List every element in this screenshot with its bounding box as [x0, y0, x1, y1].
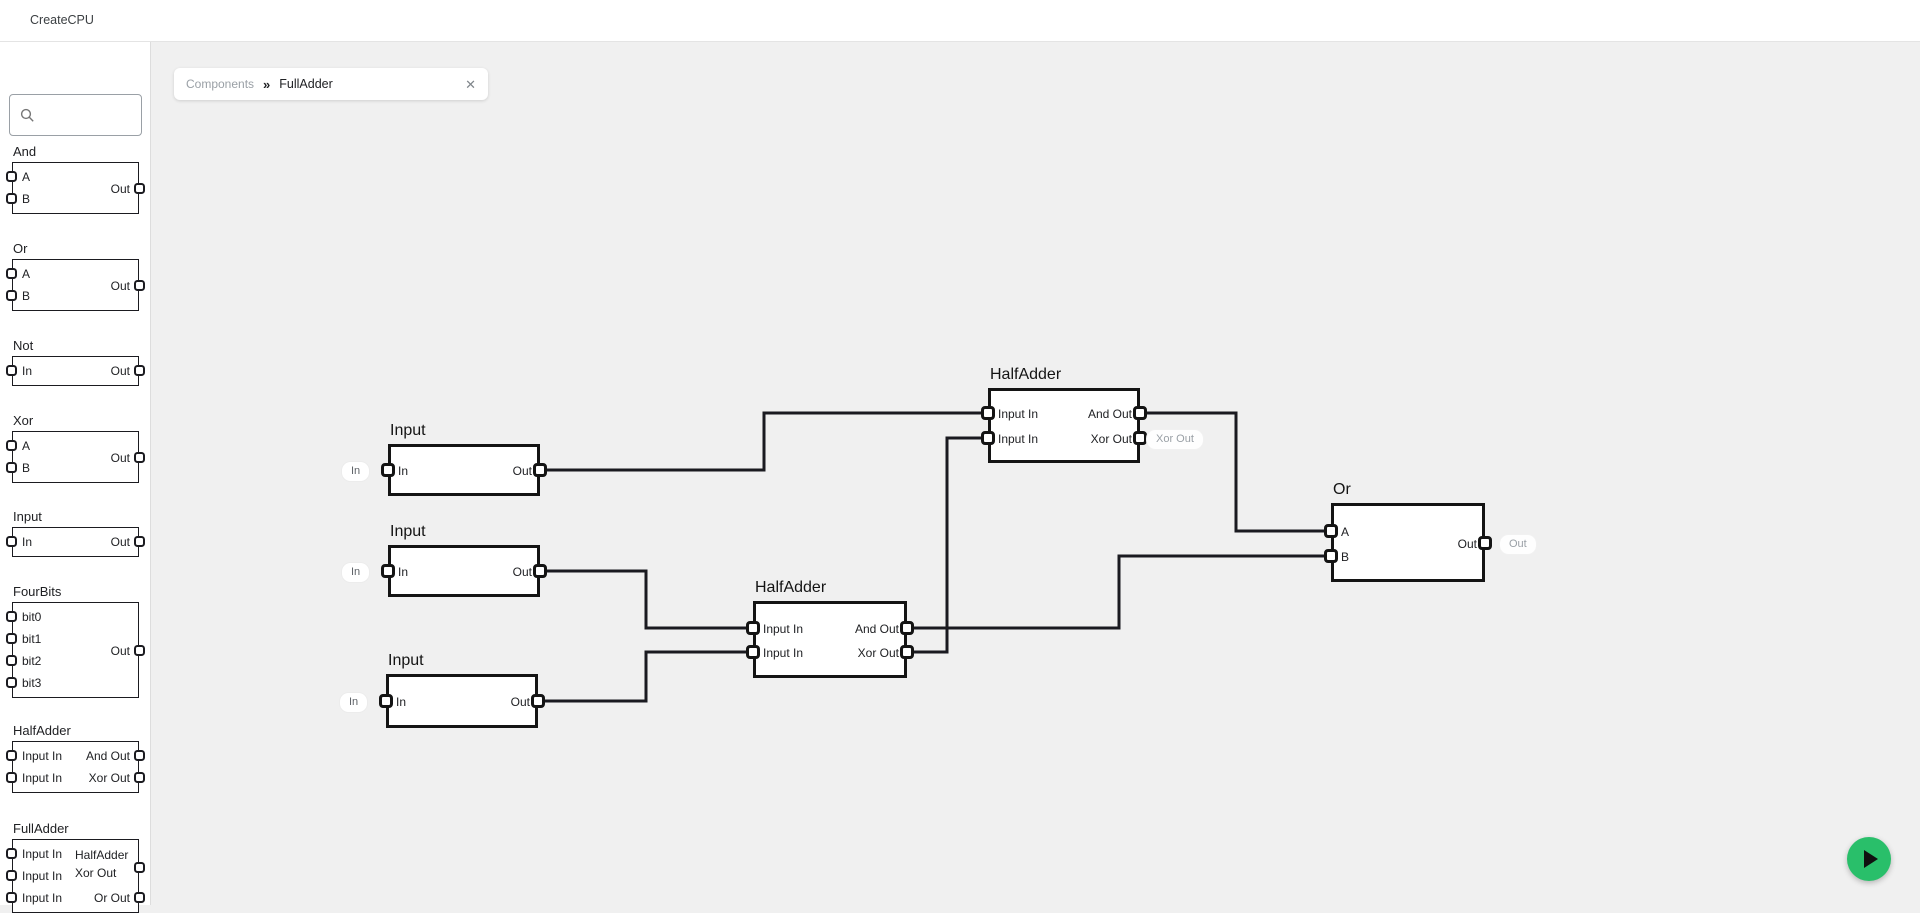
- port-label: Input In: [22, 868, 63, 883]
- port-label: In: [22, 363, 33, 378]
- port-bit3-icon[interactable]: [6, 677, 17, 688]
- port-label: bit3: [22, 675, 42, 690]
- port-in-icon[interactable]: [6, 365, 17, 376]
- port-label: Xor Out: [88, 770, 130, 785]
- breadcrumb-root[interactable]: Components: [186, 77, 255, 91]
- port-label: A: [22, 169, 31, 184]
- port-bit2-icon[interactable]: [6, 655, 17, 666]
- sidebar-item-label: Input: [13, 509, 42, 524]
- port-input-in-icon[interactable]: [6, 892, 17, 903]
- sidebar-item-label: And: [13, 144, 37, 159]
- canvas[interactable]: [151, 42, 1920, 905]
- port-in-icon[interactable]: [6, 536, 17, 547]
- port-label: Out: [110, 450, 130, 465]
- port-label: A: [22, 266, 31, 281]
- breadcrumb-tab[interactable]: Components » FullAdder ✕: [174, 68, 488, 100]
- port-a-icon[interactable]: [6, 440, 17, 451]
- port-input-in-icon[interactable]: [6, 750, 17, 761]
- port-input-in-icon[interactable]: [6, 870, 17, 881]
- port-label: bit2: [22, 653, 42, 668]
- port-label: Xor Out: [75, 865, 117, 880]
- port-label: B: [22, 191, 31, 206]
- sidebar-item-label: Or: [13, 241, 28, 256]
- sidebar-item-label: FourBits: [13, 584, 62, 599]
- port-out-icon[interactable]: [134, 452, 145, 463]
- port-label: And Out: [85, 748, 130, 763]
- port-label: Out: [110, 278, 130, 293]
- port-halfadder-xor-out-icon[interactable]: [134, 862, 145, 873]
- port-or-out-icon[interactable]: [134, 892, 145, 903]
- port-label: bit0: [22, 609, 42, 624]
- port-label: bit1: [22, 631, 42, 646]
- sidebar-item-input[interactable]: In Out: [6, 527, 145, 557]
- port-label: In: [22, 534, 33, 549]
- search-input[interactable]: [40, 96, 140, 136]
- port-b-icon[interactable]: [6, 290, 17, 301]
- port-b-icon[interactable]: [6, 193, 17, 204]
- port-label: B: [22, 288, 31, 303]
- breadcrumb-current: FullAdder: [279, 77, 333, 91]
- port-bit0-icon[interactable]: [6, 611, 17, 622]
- sidebar-item-label: Not: [13, 338, 34, 353]
- port-b-icon[interactable]: [6, 462, 17, 473]
- port-label: Or Out: [93, 890, 130, 905]
- app-title: CreateCPU: [30, 13, 94, 27]
- port-label: Input In: [22, 846, 63, 861]
- port-out-icon[interactable]: [134, 645, 145, 656]
- top-bar: CreateCPU: [0, 0, 1920, 42]
- search-box[interactable]: [9, 94, 142, 136]
- port-label: B: [22, 460, 31, 475]
- port-label: Input In: [22, 748, 63, 763]
- play-icon: [1864, 850, 1878, 868]
- port-input-in-icon[interactable]: [6, 772, 17, 783]
- tab-close-icon[interactable]: ✕: [465, 76, 476, 92]
- port-label: A: [22, 438, 31, 453]
- port-label: Out: [110, 643, 130, 658]
- port-a-icon[interactable]: [6, 171, 17, 182]
- sidebar-item-label: HalfAdder: [13, 723, 71, 738]
- port-label: Input In: [22, 770, 63, 785]
- port-label: HalfAdder: [75, 847, 129, 862]
- sidebar-item-not[interactable]: In Out: [6, 356, 145, 386]
- port-bit1-icon[interactable]: [6, 633, 17, 644]
- search-icon: [20, 108, 35, 128]
- run-button[interactable]: [1847, 837, 1891, 881]
- sidebar-item-fourbits[interactable]: bit0 bit1 bit2 bit3 Out: [6, 602, 145, 698]
- port-input-in-icon[interactable]: [6, 848, 17, 859]
- breadcrumb-separator-icon: »: [263, 76, 271, 92]
- port-label: Out: [110, 363, 130, 378]
- port-out-icon[interactable]: [134, 365, 145, 376]
- port-label: Out: [110, 181, 130, 196]
- sidebar-item-label: Xor: [13, 413, 34, 428]
- port-out-icon[interactable]: [134, 536, 145, 547]
- port-xor-out-icon[interactable]: [134, 772, 145, 783]
- port-a-icon[interactable]: [6, 268, 17, 279]
- sidebar-item-label: FullAdder: [13, 821, 69, 836]
- port-and-out-icon[interactable]: [134, 750, 145, 761]
- port-label: Out: [110, 534, 130, 549]
- port-out-icon[interactable]: [134, 183, 145, 194]
- port-out-icon[interactable]: [134, 280, 145, 291]
- port-label: Input In: [22, 890, 63, 905]
